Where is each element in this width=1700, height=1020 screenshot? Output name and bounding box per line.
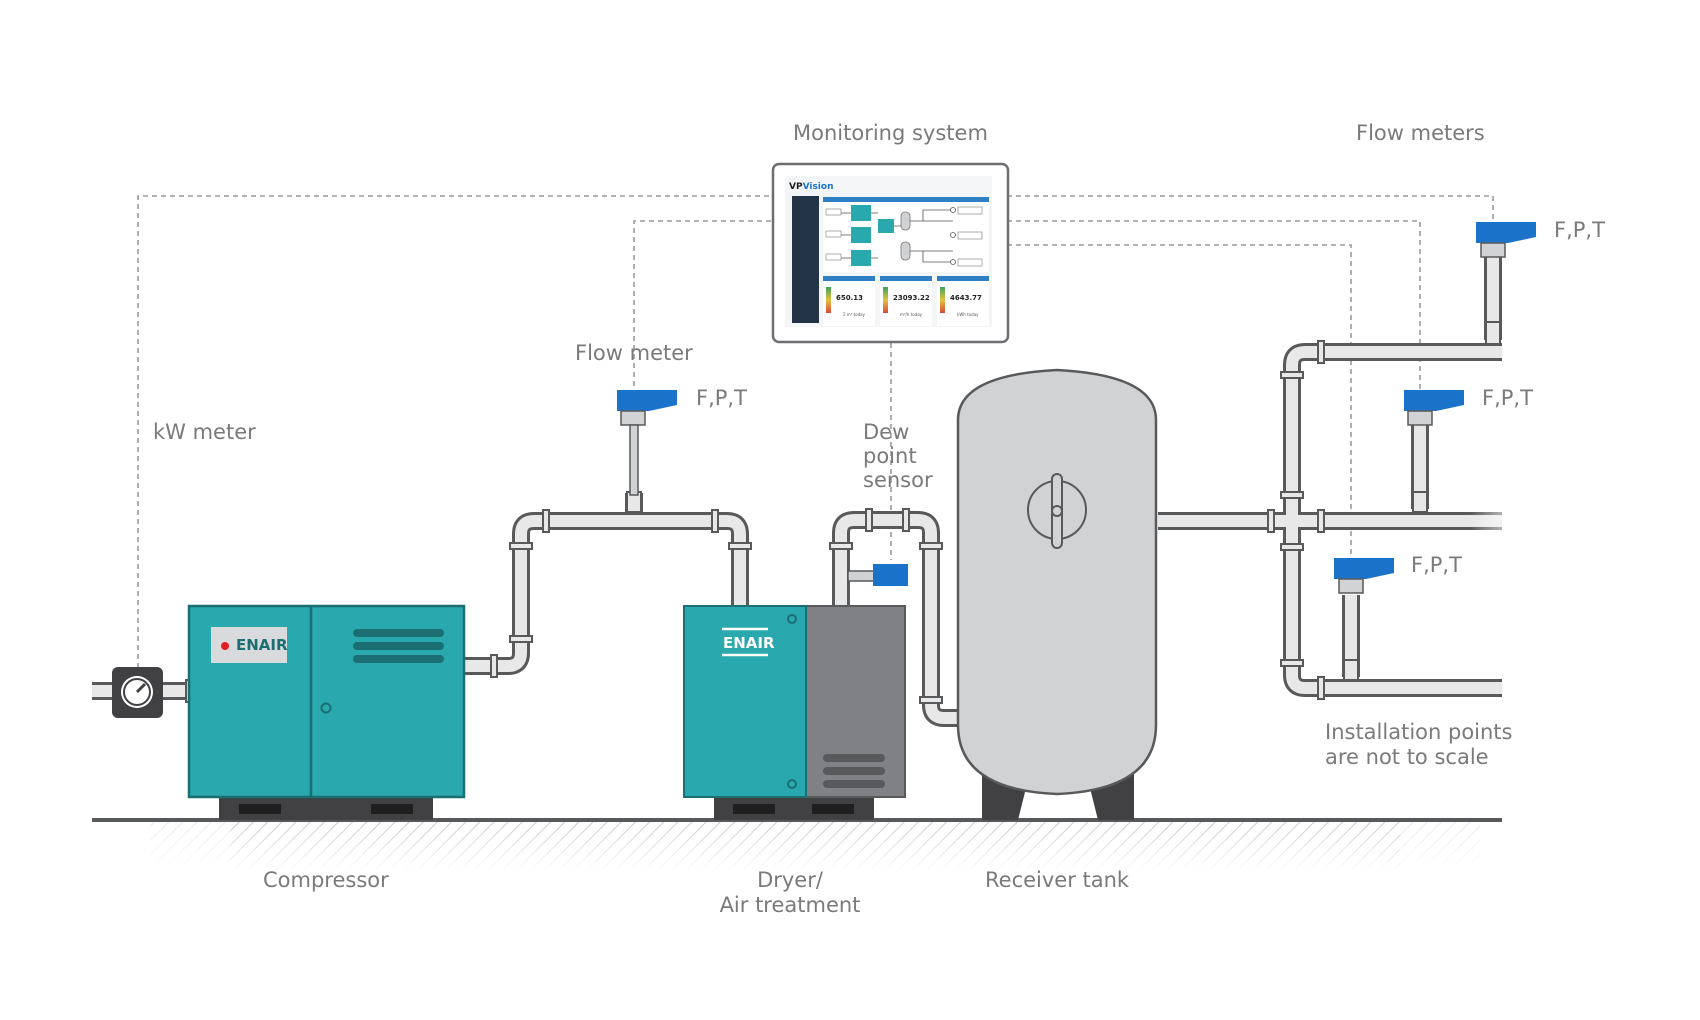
dryer-logo: ENAIR xyxy=(723,634,775,652)
receiver-tank xyxy=(956,368,1158,820)
monitoring-system-label: Monitoring system xyxy=(793,121,988,145)
dryer xyxy=(683,605,906,820)
flow-meter-label: Flow meter xyxy=(575,341,693,365)
pipes xyxy=(92,255,1530,727)
flow-meters-label: Flow meters xyxy=(1356,121,1485,145)
flow-meter-icon xyxy=(1334,558,1394,594)
dew-point-sensor-label: Dew point sensor xyxy=(863,420,933,492)
compressor-logo: ENAIR xyxy=(236,636,288,654)
signal-lines xyxy=(137,195,1494,668)
compressor xyxy=(187,604,466,820)
flow-meter-icon xyxy=(1476,222,1536,258)
compressor-label: Compressor xyxy=(263,868,389,892)
screen-process-panel xyxy=(823,202,989,272)
monitoring-screen: VPVision 650.13 Σ m³ today xyxy=(785,176,992,327)
flow-meter-icon xyxy=(617,390,677,496)
installation-note: Installation points are not to scale xyxy=(1325,720,1513,769)
kw-meter xyxy=(112,667,163,718)
dryer-label: Dryer/ Air treatment xyxy=(719,868,861,917)
kw-meter-label: kW meter xyxy=(153,420,256,444)
fpt-label: F,P,T xyxy=(1482,386,1533,410)
screen-kpi: 4643.77 kWh today xyxy=(937,276,989,326)
screen-kpi: 23093.22 m³/h today xyxy=(880,276,932,326)
receiver-tank-label: Receiver tank xyxy=(985,868,1130,892)
flow-meter-icon xyxy=(1404,390,1464,426)
screen-sidebar xyxy=(792,196,819,323)
fpt-label: F,P,T xyxy=(696,386,747,410)
ground xyxy=(92,818,1502,872)
screen-panel-header xyxy=(823,197,989,202)
dew-point-sensor-icon xyxy=(847,564,908,586)
fpt-label: F,P,T xyxy=(1411,553,1462,577)
screen-brand: VPVision xyxy=(789,182,834,192)
fpt-label: F,P,T xyxy=(1554,218,1605,242)
screen-kpi: 650.13 Σ m³ today xyxy=(823,276,875,326)
